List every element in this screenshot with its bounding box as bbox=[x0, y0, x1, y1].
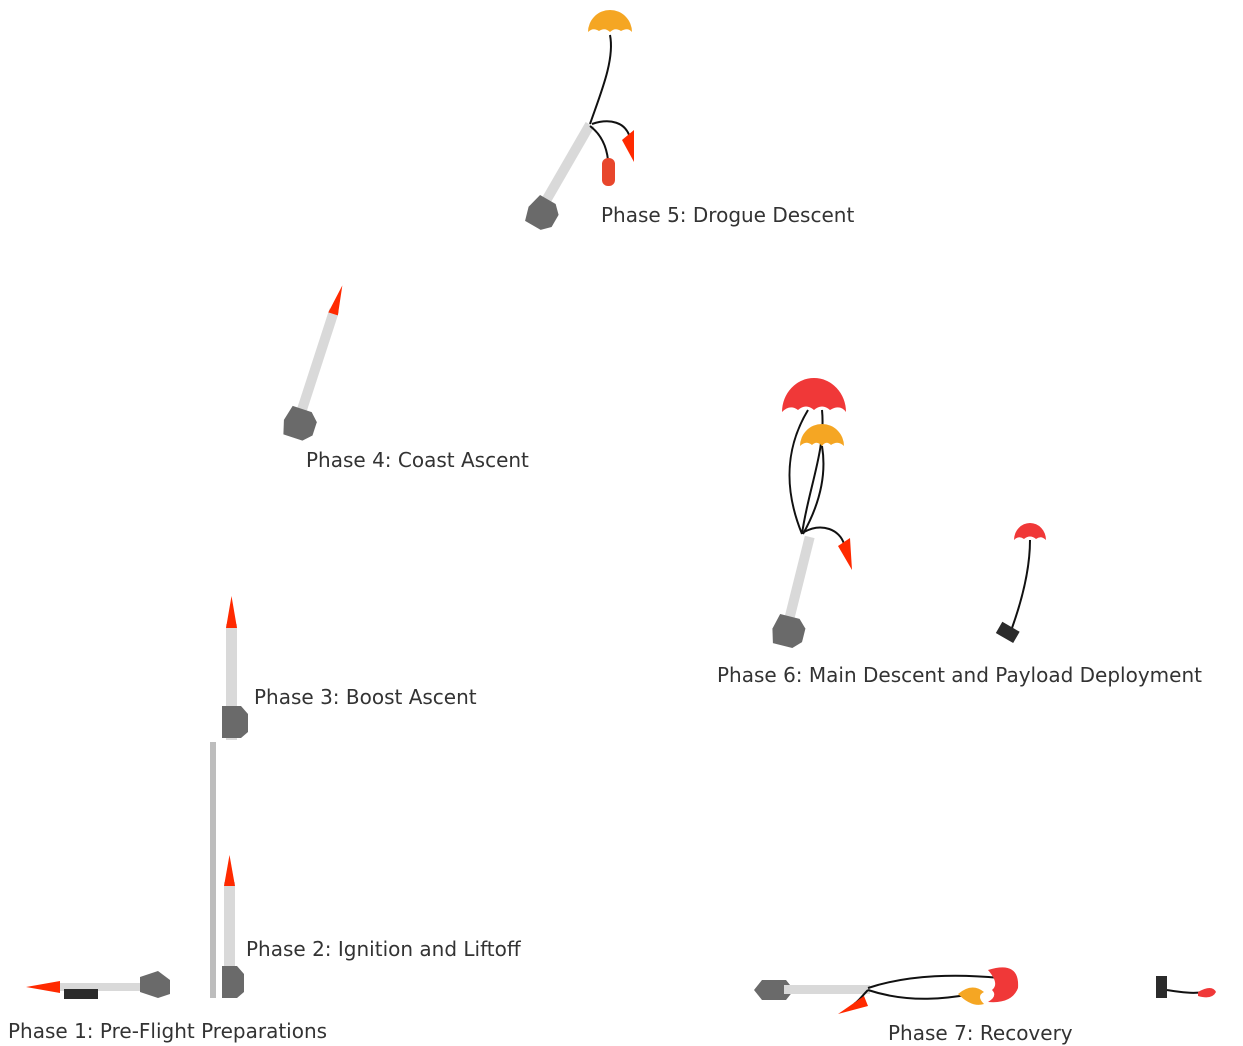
drogue-shroud-line bbox=[868, 990, 972, 999]
nose-cone bbox=[226, 596, 237, 628]
payload-parachute bbox=[1198, 988, 1216, 997]
drogue-parachute bbox=[958, 987, 984, 1004]
phase-4-label: Phase 4: Coast Ascent bbox=[306, 448, 529, 472]
payload-box bbox=[1156, 976, 1167, 998]
payload-parachute bbox=[1014, 523, 1046, 540]
phase-5-rocket bbox=[522, 10, 634, 234]
nose-cone bbox=[26, 981, 60, 993]
phase-2-rocket bbox=[222, 855, 244, 998]
launch-rail bbox=[210, 742, 216, 998]
payload-canister bbox=[602, 158, 615, 186]
phase-1-rocket bbox=[26, 971, 170, 999]
drogue-parachute bbox=[588, 10, 632, 32]
phase-7-payload bbox=[1156, 976, 1216, 998]
payload-bay bbox=[64, 989, 98, 999]
drogue-parachute bbox=[800, 424, 844, 446]
phase-3-label: Phase 3: Boost Ascent bbox=[254, 685, 477, 709]
nose-tether bbox=[592, 121, 630, 138]
rocket-body bbox=[784, 985, 870, 994]
phase-6-label: Phase 6: Main Descent and Payload Deploy… bbox=[717, 663, 1202, 687]
phase-1-label: Phase 1: Pre-Flight Preparations bbox=[8, 1019, 327, 1043]
drogue-shroud-line bbox=[803, 446, 823, 534]
payload-box bbox=[996, 622, 1020, 643]
fin-can bbox=[769, 613, 807, 650]
nose-cone bbox=[838, 538, 852, 570]
phase-3-rocket bbox=[222, 596, 248, 740]
phase-7-label: Phase 7: Recovery bbox=[888, 1021, 1073, 1045]
phase-5-label: Phase 5: Drogue Descent bbox=[601, 203, 854, 227]
phase-2-label: Phase 2: Ignition and Liftoff bbox=[246, 937, 522, 961]
drogue-shroud-line bbox=[590, 35, 611, 124]
nose-cone bbox=[328, 284, 347, 316]
payload-tether bbox=[590, 126, 608, 160]
phase-6-payload bbox=[996, 523, 1046, 643]
fin-can bbox=[140, 971, 170, 998]
main-shroud-line bbox=[868, 976, 1000, 988]
fin-can bbox=[522, 193, 563, 234]
phase-4-rocket bbox=[280, 281, 360, 443]
fin-can bbox=[222, 706, 248, 738]
payload-shroud-line bbox=[1012, 540, 1030, 628]
fin-can bbox=[280, 405, 320, 443]
nose-cone bbox=[838, 996, 868, 1014]
nose-cone bbox=[224, 855, 235, 886]
main-parachute bbox=[988, 967, 1018, 1002]
fin-can bbox=[222, 966, 244, 998]
phase-6-rocket bbox=[769, 378, 852, 650]
phase-7-rocket bbox=[754, 967, 1018, 1014]
main-parachute bbox=[782, 378, 846, 412]
